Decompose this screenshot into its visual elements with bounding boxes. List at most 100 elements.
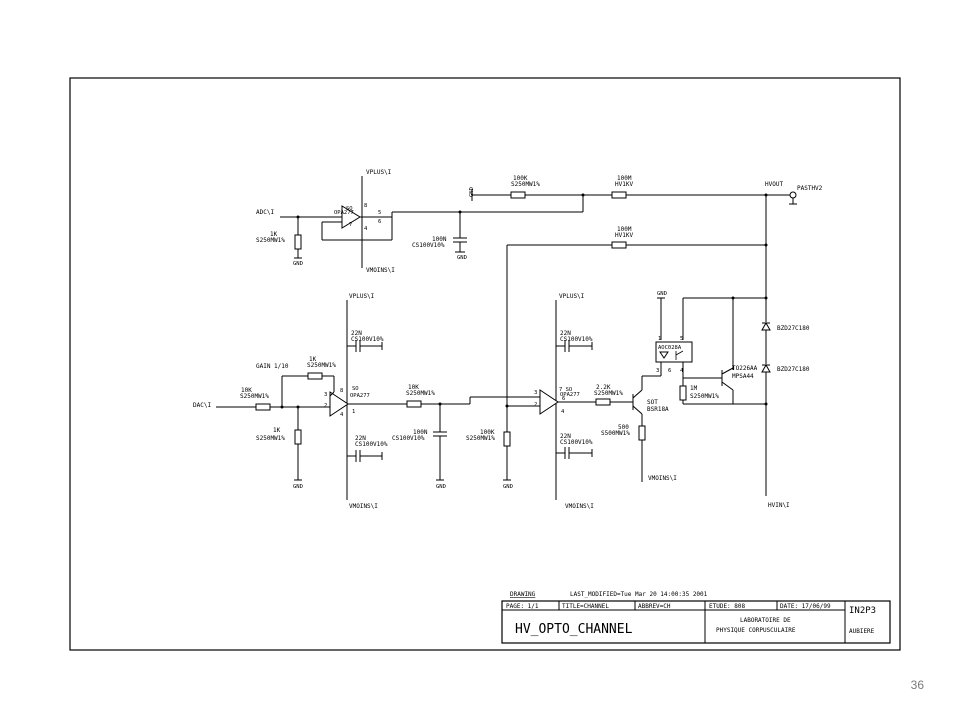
- tb-title: TITLE=CHANNEL: [562, 603, 609, 610]
- u1-name: SO: [346, 206, 353, 212]
- vmoins-left-label: VMOINS\I: [349, 503, 378, 510]
- zener2-label: BZD27C180: [777, 366, 810, 373]
- tb-city: AUBIERE: [849, 628, 875, 635]
- vmoins-top-label: VMOINS\I: [366, 267, 395, 274]
- drawing-label: DRAWING: [510, 591, 536, 598]
- dac-input-label: DAC\I: [193, 402, 211, 409]
- u3-part: OPA277: [560, 392, 580, 398]
- c22n-1-value: 22N: [351, 330, 362, 337]
- opto-pin6: 6: [668, 368, 671, 374]
- c22n-1-type: CS100V10%: [351, 336, 384, 343]
- resistor-1m: [679, 385, 687, 401]
- hvout-label: HVOUT: [765, 181, 783, 188]
- r1k-gain-value: 1K: [309, 356, 317, 363]
- gain-label: GAIN 1/10: [256, 363, 289, 370]
- u1-pin7: 7: [349, 222, 352, 228]
- u2-part: OPA277: [350, 393, 370, 399]
- u3-pin6: 6: [562, 396, 565, 402]
- c22n-4-value: 22N: [560, 433, 571, 440]
- r22k-type: S250MW1%: [594, 390, 623, 397]
- opamp-u3: [539, 389, 559, 415]
- resistor-10k-mid: [406, 400, 422, 408]
- opto-led: [659, 351, 669, 359]
- adc-input-label: ADC\I: [256, 209, 274, 216]
- u1-pin4: 4: [364, 226, 368, 232]
- r500-value: 500: [618, 424, 629, 431]
- sheet-border: [69, 77, 901, 651]
- r1k-bot-value: 1K: [273, 427, 281, 434]
- resistor-100m-top: [611, 191, 627, 199]
- u2-pin8: 8: [340, 388, 343, 394]
- connector-pasthv2: [789, 191, 797, 199]
- vplus-left-label: VPLUS\I: [349, 293, 375, 300]
- opamp-u2: [329, 391, 349, 417]
- u1-part: OPA277: [334, 210, 354, 216]
- r100m-mid-type: HV1KV: [615, 232, 633, 239]
- resistor-100k-mid: [503, 431, 511, 447]
- c22n-2-value: 22N: [355, 435, 366, 442]
- r-adc-type: S250MW1%: [256, 237, 285, 244]
- u2-pin4: 4: [340, 412, 344, 418]
- resistor-1k-gain: [307, 372, 323, 380]
- tb-page: PAGE: 1/1: [506, 603, 539, 610]
- r10k-mid-value: 10K: [408, 384, 419, 391]
- c22n-3-value: 22N: [560, 330, 571, 337]
- resistor-adc: [294, 234, 302, 250]
- tb-drawing-name: HV_OPTO_CHANNEL: [515, 622, 633, 637]
- page-number: 36: [910, 678, 924, 692]
- r100k-mid-value: 100K: [480, 429, 495, 436]
- tb-lab-line1: LABORATOIRE DE: [740, 617, 791, 624]
- gnd-label-opto: GND: [657, 291, 667, 297]
- opto-section: GND AOC028A 1 5 3 6 4 1M S250MW1% TO226A…: [655, 291, 766, 405]
- tb-lab-line2: PHYSIQUE CORPUSCULAIRE: [716, 627, 796, 634]
- q2-part: MPSA44: [732, 373, 754, 380]
- opto-pin5: 5: [680, 336, 683, 342]
- opto-part: AOC028A: [658, 345, 682, 351]
- u2-name: SO: [352, 386, 359, 392]
- tb-abbrev: ABBREV=CH: [638, 603, 671, 610]
- u3-name: 7 SO: [559, 387, 572, 393]
- top-buffer-section: VPLUS\I VMOINS\I 8 ADC\I 1K S250MW1% GND…: [256, 169, 823, 432]
- gnd-label-r100k-mid: GND: [503, 484, 513, 490]
- r100k-top-value: 100K: [513, 175, 528, 182]
- u3-pin3: 3: [534, 390, 537, 396]
- hvin-label: HVIN\I: [768, 502, 790, 509]
- c22n-3-type: CS100V10%: [560, 336, 593, 343]
- zener1-label: BZD27C180: [777, 325, 810, 332]
- r10k-in-value: 10K: [241, 387, 252, 394]
- hv-column: BZD27C180 BZD27C180 HVIN\I: [761, 195, 810, 509]
- r100m-top-type: HV1KV: [615, 181, 633, 188]
- r1k-gain-type: S250MW1%: [307, 362, 336, 369]
- u1-pin5: 5: [378, 210, 381, 216]
- r500-type: S500MW1%: [601, 430, 630, 437]
- c100n-mid-type: CS100V10%: [392, 435, 425, 442]
- q1-part: BSR18A: [647, 406, 669, 413]
- tb-date: DATE: 17/06/99: [780, 603, 831, 610]
- u3-pin4: 4: [561, 409, 565, 415]
- opto-pin3: 3: [656, 368, 659, 374]
- tb-org: IN2P3: [849, 606, 876, 616]
- zener-2: [761, 363, 771, 373]
- vplus-mid-label: VPLUS\I: [559, 293, 585, 300]
- c-top-type: CS100V10%: [412, 242, 445, 249]
- resistor-100k-top: [510, 191, 526, 199]
- gnd-label-c100n: GND: [436, 484, 446, 490]
- q1-name: SOT: [647, 399, 658, 406]
- opto-pin4: 4: [680, 368, 684, 374]
- q2-name: TO226AA: [732, 365, 758, 372]
- pasthv2-label: PASTHV2: [797, 185, 823, 192]
- r100m-mid-value: 100M: [617, 226, 632, 233]
- r100k-top-type: S250MW1%: [511, 181, 540, 188]
- gnd-label-bot: GND: [293, 484, 303, 490]
- resistor-500: [638, 425, 646, 441]
- tb-etude: ETUDE: 808: [709, 603, 746, 610]
- resistor-100m-mid: [611, 241, 627, 249]
- r1m-value: 1M: [690, 385, 698, 392]
- r1k-bot-type: S250MW1%: [256, 435, 285, 442]
- resistor-1k-bot: [294, 429, 302, 445]
- title-block: DRAWING LAST_MODIFIED=Tue Mar 20 14:00:3…: [501, 591, 891, 644]
- last-modified: LAST_MODIFIED=Tue Mar 20 14:00:35 2001: [570, 591, 708, 598]
- r10k-mid-type: S250MW1%: [406, 390, 435, 397]
- u2-pin3: 3: [324, 392, 327, 398]
